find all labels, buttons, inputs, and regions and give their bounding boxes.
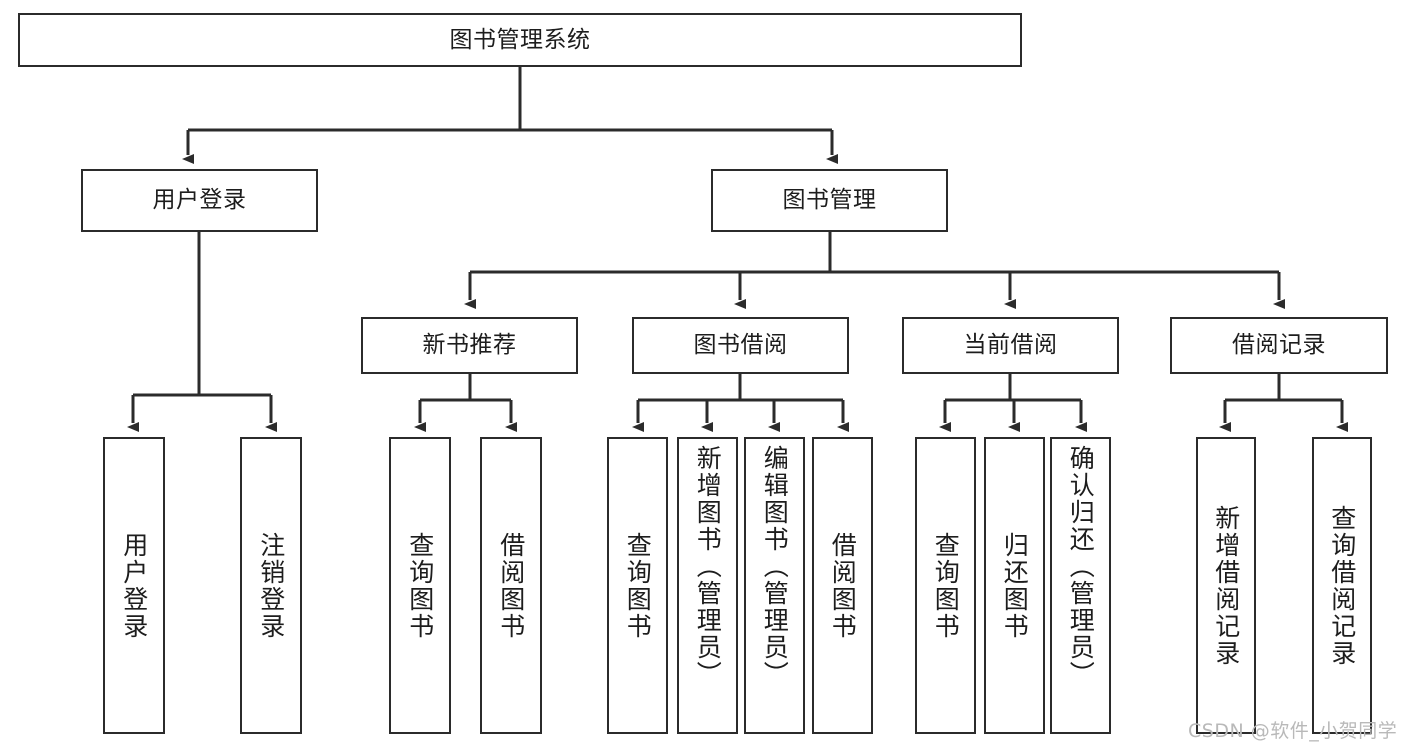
- leaf-user-logout[interactable]: 注销登录: [240, 437, 302, 734]
- node-label: 查询图书: [405, 531, 435, 640]
- node-label: 图书借阅: [693, 332, 788, 359]
- node-label: 注销登录: [256, 531, 286, 640]
- leaf-record-query-borrow-record[interactable]: 查询借阅记录: [1312, 437, 1372, 734]
- node-label: 借阅图书: [828, 531, 858, 640]
- node-book-management[interactable]: 图书管理: [711, 169, 948, 232]
- leaf-current-return-book[interactable]: 归还图书: [984, 437, 1045, 734]
- node-label: 当前借阅: [963, 332, 1058, 359]
- leaf-borrow-add-book-admin[interactable]: 新增图书（管理员）: [677, 437, 738, 734]
- node-label: 新书推荐: [422, 332, 517, 359]
- node-label: 图书管理系统: [449, 26, 591, 53]
- leaf-borrow-edit-book-admin[interactable]: 编辑图书（管理员）: [744, 437, 805, 734]
- node-label: 查询图书: [931, 531, 961, 640]
- node-user-login[interactable]: 用户登录: [81, 169, 318, 232]
- node-label: 确认归还（管理员）: [1066, 445, 1096, 688]
- node-label: 查询借阅记录: [1327, 504, 1357, 667]
- node-label: 借阅记录: [1232, 332, 1326, 359]
- node-book-borrowing[interactable]: 图书借阅: [632, 317, 849, 374]
- node-borrowing-records[interactable]: 借阅记录: [1170, 317, 1388, 374]
- node-book-management-system[interactable]: 图书管理系统: [18, 13, 1022, 67]
- node-current-borrowing[interactable]: 当前借阅: [902, 317, 1119, 374]
- node-label: 借阅图书: [496, 531, 526, 640]
- leaf-current-query-book[interactable]: 查询图书: [915, 437, 976, 734]
- node-label: 图书管理: [782, 187, 877, 214]
- node-label: 查询图书: [623, 531, 653, 640]
- csdn-watermark: CSDN @软件_小贺同学: [1188, 720, 1398, 742]
- leaf-user-login[interactable]: 用户登录: [103, 437, 165, 734]
- leaf-borrow-lend-book[interactable]: 借阅图书: [812, 437, 873, 734]
- node-label: 用户登录: [119, 531, 149, 640]
- leaf-recommend-query-book[interactable]: 查询图书: [389, 437, 451, 734]
- node-label: 归还图书: [1000, 531, 1030, 640]
- node-label: 新增借阅记录: [1211, 504, 1241, 667]
- node-new-book-recommendation[interactable]: 新书推荐: [361, 317, 578, 374]
- node-label: 编辑图书（管理员）: [760, 445, 790, 688]
- node-label: 用户登录: [152, 187, 247, 214]
- leaf-recommend-borrow-book[interactable]: 借阅图书: [480, 437, 542, 734]
- leaf-record-add-borrow-record[interactable]: 新增借阅记录: [1196, 437, 1256, 734]
- leaf-current-confirm-return-admin[interactable]: 确认归还（管理员）: [1050, 437, 1111, 734]
- node-label: 新增图书（管理员）: [693, 445, 723, 688]
- leaf-borrow-query-book[interactable]: 查询图书: [607, 437, 668, 734]
